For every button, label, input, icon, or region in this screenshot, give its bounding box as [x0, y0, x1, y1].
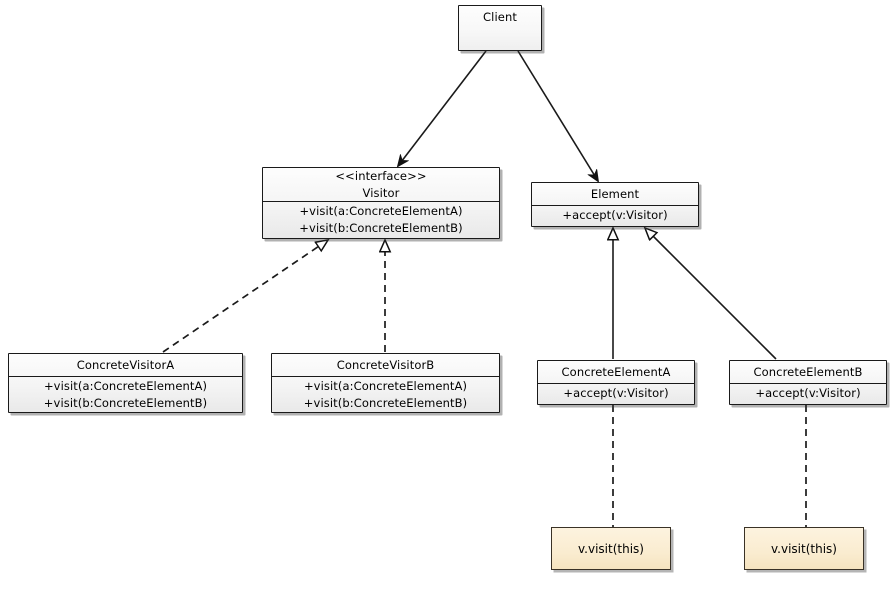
client-to-element — [517, 50, 598, 181]
class-box-element[interactable]: Element +accept(v:Visitor) — [531, 182, 699, 227]
class-title-compartment: ConcreteElementA — [538, 361, 694, 383]
class-name: ConcreteElementB — [753, 364, 863, 379]
class-box-visitor[interactable]: <<interface>> Visitor +visit(a:ConcreteE… — [262, 167, 500, 239]
class-operation: +visit(a:ConcreteElementA) — [303, 379, 468, 393]
class-operation: +accept(v:Visitor) — [562, 208, 668, 222]
class-operation: +accept(v:Visitor) — [755, 386, 861, 400]
edges — [162, 50, 807, 527]
client-to-visitor — [398, 50, 487, 166]
note-concrete-element-a[interactable]: v.visit(this) — [551, 527, 671, 570]
class-box-client[interactable]: Client — [458, 5, 542, 51]
class-name: ConcreteVisitorA — [76, 357, 175, 372]
class-operation: +visit(b:ConcreteElementB) — [43, 396, 208, 410]
class-operation: +visit(b:ConcreteElementB) — [303, 396, 468, 410]
class-name: ConcreteElementA — [561, 364, 671, 379]
class-operations-compartment: +accept(v:Visitor) — [730, 383, 886, 403]
class-stereotype: <<interface>> — [335, 168, 427, 183]
class-operations-compartment: +visit(a:ConcreteElementA) +visit(b:Conc… — [9, 376, 242, 413]
class-box-concrete-element-b[interactable]: ConcreteElementB +accept(v:Visitor) — [729, 360, 887, 405]
class-title-compartment: Element — [532, 183, 698, 205]
class-box-concrete-element-a[interactable]: ConcreteElementA +accept(v:Visitor) — [537, 360, 695, 405]
note-text: v.visit(this) — [771, 541, 837, 556]
class-name: Client — [483, 9, 517, 24]
class-title-compartment: <<interface>> Visitor — [263, 168, 499, 201]
class-operation: +accept(v:Visitor) — [563, 386, 669, 400]
class-title-compartment: ConcreteVisitorB — [272, 354, 499, 376]
class-box-concrete-visitor-b[interactable]: ConcreteVisitorB +visit(a:ConcreteElemen… — [271, 353, 500, 413]
class-title-compartment: Client — [459, 6, 541, 28]
class-name: Visitor — [362, 185, 400, 200]
concrete-element-b-extends-element — [645, 228, 777, 360]
class-operation: +visit(b:ConcreteElementB) — [299, 221, 463, 235]
class-operation: +visit(a:ConcreteElementA) — [299, 204, 463, 218]
class-name: Element — [590, 186, 640, 201]
class-operations-compartment: +visit(a:ConcreteElementA) +visit(b:Conc… — [272, 376, 499, 413]
class-box-concrete-visitor-a[interactable]: ConcreteVisitorA +visit(a:ConcreteElemen… — [8, 353, 243, 413]
note-concrete-element-b[interactable]: v.visit(this) — [744, 527, 864, 570]
concrete-visitor-a-realizes-visitor — [162, 240, 328, 353]
note-text: v.visit(this) — [578, 541, 644, 556]
class-operations-compartment: +accept(v:Visitor) — [532, 205, 698, 225]
class-title-compartment: ConcreteElementB — [730, 361, 886, 383]
class-operations-compartment: +accept(v:Visitor) — [538, 383, 694, 403]
class-operations-compartment: +visit(a:ConcreteElementA) +visit(b:Conc… — [263, 201, 499, 238]
class-name: ConcreteVisitorB — [336, 357, 435, 372]
class-title-compartment: ConcreteVisitorA — [9, 354, 242, 376]
class-operation: +visit(a:ConcreteElementA) — [43, 379, 208, 393]
